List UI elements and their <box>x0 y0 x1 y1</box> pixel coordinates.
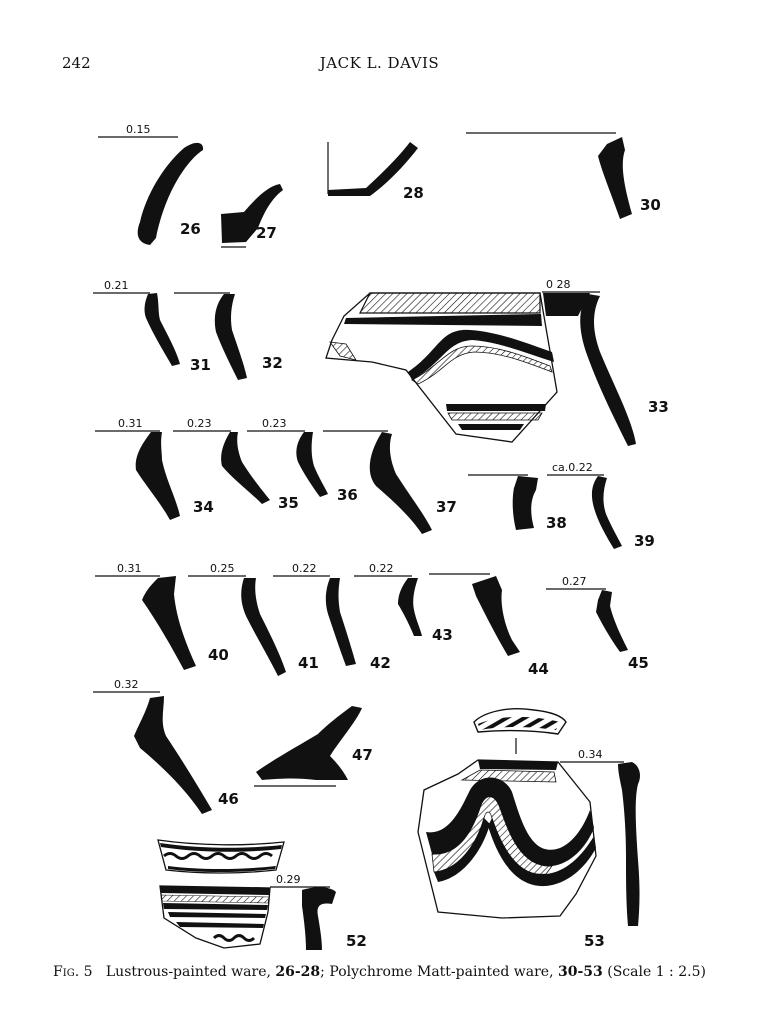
sherd-38 <box>468 474 538 530</box>
catalogue-number-36: 36 <box>337 486 358 504</box>
diameter-label-39: ca.0.22 <box>552 461 593 474</box>
diameter-label-31: 0.21 <box>104 279 129 292</box>
catalogue-number-42: 42 <box>370 654 391 672</box>
diameter-label-40: 0.31 <box>117 562 142 575</box>
diameter-label-26: 0.15 <box>126 123 151 136</box>
sherd-36 <box>247 430 328 497</box>
sherd-43 <box>354 575 422 636</box>
diameter-labels: 0.15 0.21 0 28 0.31 0.23 0.23 ca.0.22 0.31 0.25 0… <box>104 123 603 886</box>
sherd-27 <box>221 184 283 248</box>
catalogue-number-37: 37 <box>436 498 457 516</box>
diameter-label-35: 0.23 <box>187 417 212 430</box>
caption-range-2: 30-53 <box>558 964 603 980</box>
diameter-label-33: 0 28 <box>546 278 571 291</box>
catalogue-number-28: 28 <box>403 184 424 202</box>
sherd-31 <box>93 292 180 366</box>
page-number: 242 <box>62 54 91 72</box>
catalogue-number-41: 41 <box>298 654 319 672</box>
caption-text-2: ; Polychrome Matt-painted ware, <box>320 964 554 980</box>
caption-range-1: 26-28 <box>275 964 321 980</box>
sherd-35 <box>173 430 270 504</box>
diameter-label-34: 0.31 <box>118 417 143 430</box>
catalogue-number-26: 26 <box>180 220 201 238</box>
running-head-author: JACK L. DAVIS <box>319 54 440 72</box>
sherd-40 <box>95 575 196 670</box>
sherd-28 <box>327 142 418 196</box>
catalogue-numbers: 26 27 28 30 31 32 33 34 35 36 37 38 39 40 41 42 43 44 45 46… <box>180 184 669 950</box>
sherd-37 <box>323 430 432 534</box>
catalogue-number-53: 53 <box>584 932 605 950</box>
catalogue-number-27: 27 <box>256 224 277 242</box>
catalogue-number-46: 46 <box>218 790 239 808</box>
catalogue-number-31: 31 <box>190 356 211 374</box>
diameter-label-45: 0.27 <box>562 575 587 588</box>
figure-number: Fig. 5 <box>53 964 93 980</box>
catalogue-number-34: 34 <box>193 498 214 516</box>
sherd-52 <box>157 839 336 950</box>
sherd-32 <box>174 292 247 380</box>
catalogue-number-44: 44 <box>528 660 549 678</box>
catalogue-number-30: 30 <box>640 196 661 214</box>
sherd-33 <box>325 291 636 446</box>
diameter-label-36: 0.23 <box>262 417 287 430</box>
catalogue-number-47: 47 <box>352 746 373 764</box>
catalogue-number-40: 40 <box>208 646 229 664</box>
diameter-label-42: 0.22 <box>292 562 317 575</box>
sherd-41 <box>188 575 286 676</box>
catalogue-number-35: 35 <box>278 494 299 512</box>
sherd-44 <box>429 573 520 656</box>
catalogue-number-33: 33 <box>648 398 669 416</box>
sherd-42 <box>273 575 356 666</box>
sherd-26 <box>98 136 204 245</box>
caption-scale: (Scale 1 : 2.5) <box>607 964 706 980</box>
diameter-label-53: 0.34 <box>578 748 603 761</box>
diameter-label-46: 0.32 <box>114 678 139 691</box>
sherd-47 <box>254 706 362 787</box>
diameter-label-52: 0.29 <box>276 873 301 886</box>
catalogue-number-38: 38 <box>546 514 567 532</box>
catalogue-number-32: 32 <box>262 354 283 372</box>
caption-text-1: Lustrous-painted ware, <box>105 964 271 980</box>
sherd-34 <box>95 430 180 520</box>
catalogue-number-52: 52 <box>346 932 367 950</box>
diameter-label-41: 0.25 <box>210 562 235 575</box>
catalogue-number-39: 39 <box>634 532 655 550</box>
sherd-30 <box>466 132 632 219</box>
diameter-label-43: 0.22 <box>369 562 394 575</box>
sherd-45 <box>546 588 628 652</box>
sherd-46 <box>93 691 212 814</box>
catalogue-number-45: 45 <box>628 654 649 672</box>
catalogue-number-43: 43 <box>432 626 453 644</box>
sherd-53 <box>417 708 640 926</box>
sherd-39 <box>547 474 622 549</box>
figure-caption: Fig. 5 Lustrous-painted ware, 26-28; Pol… <box>0 964 759 980</box>
